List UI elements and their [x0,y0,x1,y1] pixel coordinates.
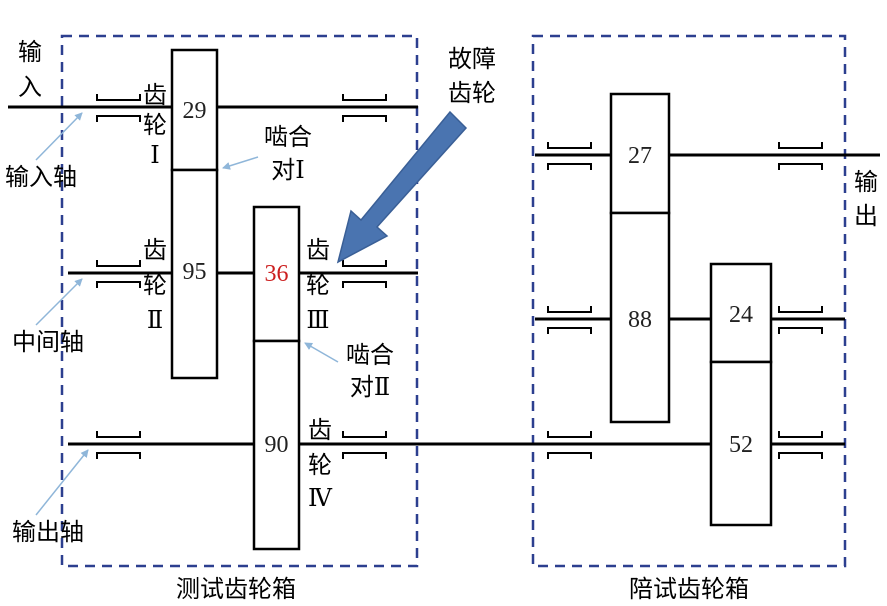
companion-gearbox-boundary [531,34,847,568]
gear-i-label-2: 轮 [143,111,167,139]
fault-arrow-icon [336,110,468,264]
test-gearbox-caption: 测试齿轮箱 [176,575,296,603]
gear-iv-body [252,339,301,551]
input-shaft-leader [35,112,83,161]
input-shaft-label: 输入轴 [5,163,77,191]
companion-gear-27-teeth: 27 [628,143,652,169]
gear-i-label-1: 齿 [143,81,167,109]
companion-gearbox-caption: 陪试齿轮箱 [629,575,749,603]
input-label-top: 输 [18,38,42,66]
companion-gear-88-teeth: 88 [628,307,652,333]
gear-iv-label-2: 轮 [308,451,332,479]
gear-ii-body [170,168,219,380]
output-shaft-label: 输出轴 [12,518,84,546]
mesh-pair-i-label-1: 啮合 [264,123,312,151]
gear-ii-label-3: Ⅱ [147,306,163,334]
input-label-bottom: 入 [18,73,42,101]
companion-gear-24-body [709,262,773,364]
gear-i-label-3: Ⅰ [150,141,159,169]
companion-gear-24-teeth: 24 [729,302,753,328]
intermediate-shaft-leader [35,278,83,326]
companion-gear-52-teeth: 52 [729,432,753,458]
gear-iii-label-3: Ⅲ [306,306,329,334]
gear-i-teeth: 29 [183,98,207,124]
mesh-pair-ii-leader [304,342,339,363]
fault-gear-label-1: 故障 [448,45,496,73]
companion-gear-27-body [609,92,671,215]
mesh-pair-i-leader [222,156,259,170]
gear-iv-label-1: 齿 [308,416,332,444]
gear-ii-teeth: 95 [183,259,207,285]
gear-i-body [170,48,219,172]
output-label-bottom: 出 [854,202,878,230]
companion-gear-52-body [709,360,773,527]
intermediate-shaft-label: 中间轴 [12,328,84,356]
gear-iv-label-3: Ⅳ [308,484,333,512]
fault-gear-label-2: 齿轮 [448,79,496,107]
mesh-pair-i-label-2: 对Ⅰ [271,156,304,184]
mesh-pair-ii-label-1: 啮合 [346,341,394,369]
gear-ii-label-1: 齿 [143,236,167,264]
companion-gear-88-body [609,211,671,424]
output-shaft-leader [35,449,89,516]
test-gearbox-boundary [60,34,419,568]
gear-iii-label-2: 轮 [306,271,330,299]
mesh-pair-ii-label-2: 对Ⅱ [350,373,390,401]
gear-iii-body [252,205,301,343]
output-label-top: 输 [854,168,878,196]
gear-iii-teeth: 36 [265,261,289,287]
bearings [96,94,823,459]
gear-iii-label-1: 齿 [306,236,330,264]
gear-ii-label-2: 轮 [143,271,167,299]
gear-iv-teeth: 90 [265,432,289,458]
